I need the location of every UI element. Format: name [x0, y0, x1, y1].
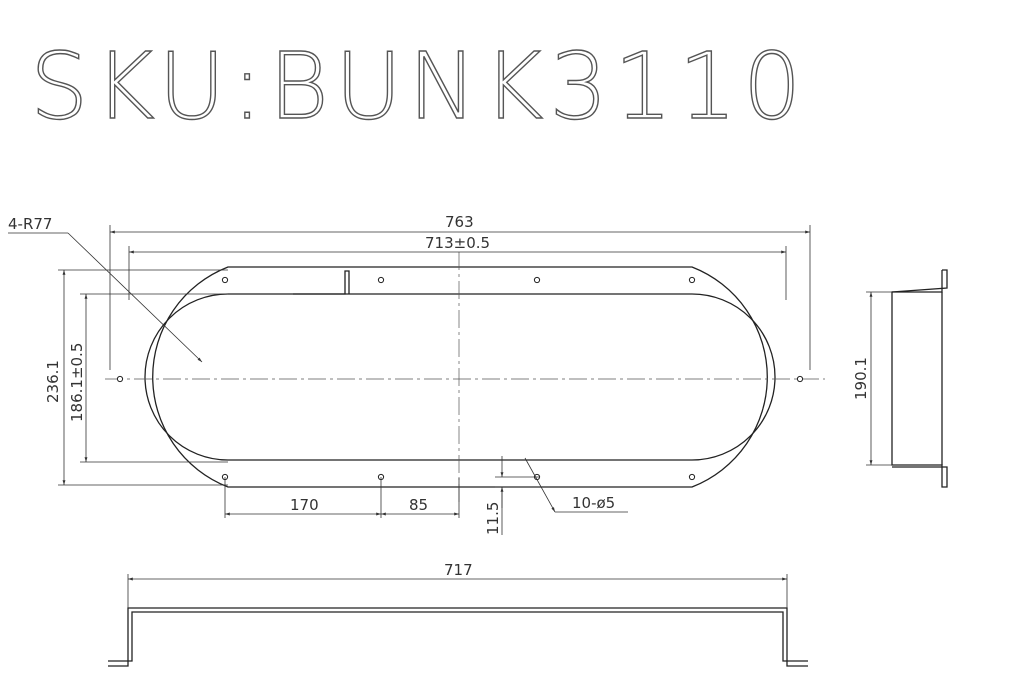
hole: [377, 276, 385, 284]
dim-overall-height: 236.1: [44, 360, 62, 403]
hole: [688, 473, 696, 481]
dim-corner-radius: 4-R77: [8, 215, 52, 233]
inner-outline: [144, 293, 776, 461]
dim-inner-height: 186.1±0.5: [68, 343, 86, 422]
dim-inner-length: 713±0.5: [425, 234, 490, 252]
side-view: [866, 269, 948, 488]
bottom-view: [108, 574, 808, 667]
hole: [533, 276, 541, 284]
dim-overall-length: 763: [445, 213, 474, 231]
dim-hole-spacing-2: 85: [409, 496, 428, 514]
hole: [796, 375, 804, 383]
dim-hole-spacing-1: 170: [290, 496, 319, 514]
dim-hole-offset: 11.5: [484, 502, 502, 535]
top-tab: [293, 270, 350, 295]
hole: [116, 375, 124, 383]
holes-leader: [524, 457, 556, 513]
sku-title: SKU:BUNK3110: [30, 33, 807, 140]
dim-bottom-length: 717: [444, 561, 473, 579]
dim-holes: 10-ø5: [572, 494, 615, 512]
mounting-holes: [116, 276, 804, 481]
outer-outline: [152, 266, 768, 488]
hole: [688, 276, 696, 284]
dim-side-height: 190.1: [852, 357, 870, 400]
hole: [221, 276, 229, 284]
